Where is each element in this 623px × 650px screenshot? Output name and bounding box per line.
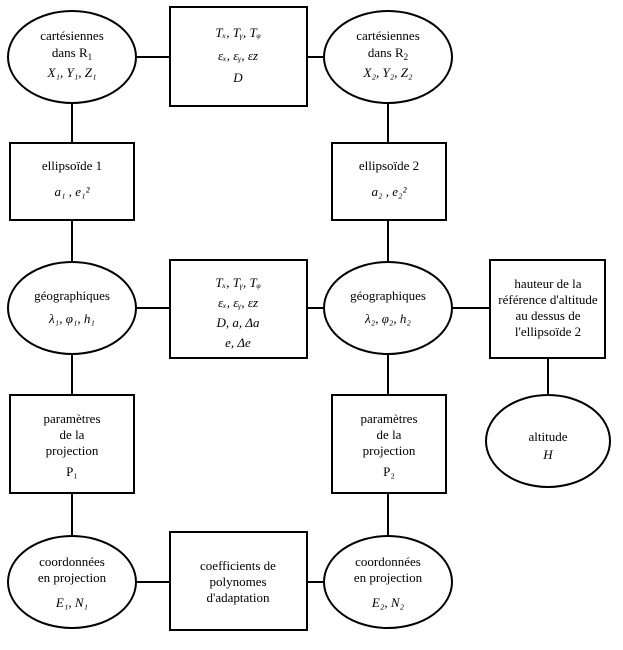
proj2-line4: P₂ bbox=[383, 464, 395, 479]
ell2-title: ellipsoïde 2 bbox=[359, 158, 419, 173]
proj2-line1: paramètres bbox=[360, 411, 417, 426]
node-params-mid bbox=[169, 259, 308, 359]
node-cart2 bbox=[323, 10, 453, 104]
coord1-line1: coordonnées bbox=[39, 554, 105, 569]
alt-title: altitude bbox=[529, 429, 568, 444]
params-top-line3: D bbox=[232, 70, 243, 85]
height-line3: au dessus de bbox=[516, 308, 581, 323]
poly-line3: d'adaptation bbox=[207, 590, 270, 605]
node-height bbox=[489, 259, 606, 359]
connectors bbox=[71, 56, 549, 583]
coord2-line2: en projection bbox=[354, 570, 423, 585]
geo2-coords: λ₂, φ₂, h₂ bbox=[364, 311, 411, 326]
cart1-line1: cartésiennes bbox=[40, 28, 104, 43]
coord2-coords: E₂, N₂ bbox=[371, 595, 405, 610]
node-params-top bbox=[169, 6, 308, 107]
ell1-params: a₁ , e₁² bbox=[55, 184, 91, 199]
proj1-line4: P₁ bbox=[66, 464, 78, 479]
shapes bbox=[7, 6, 611, 631]
coord2-line1: coordonnées bbox=[355, 554, 421, 569]
node-geo1 bbox=[7, 261, 137, 355]
node-alt bbox=[485, 394, 611, 488]
proj2-line2: de la bbox=[377, 427, 402, 442]
proj1-line2: de la bbox=[60, 427, 85, 442]
node-proj1 bbox=[9, 394, 135, 494]
ell2-params: a₂ , e₂² bbox=[372, 184, 408, 199]
node-ell2 bbox=[331, 142, 447, 221]
params-mid-line3: D, a, Δa bbox=[215, 315, 260, 330]
cart1-line2: dans R1 bbox=[52, 45, 92, 62]
params-top-line1: Tₓ, Tᵧ, Tᵩ bbox=[215, 25, 260, 40]
cart2-line1: cartésiennes bbox=[356, 28, 420, 43]
node-proj2 bbox=[331, 394, 447, 494]
proj2-line3: projection bbox=[363, 443, 416, 458]
ell1-title: ellipsoïde 1 bbox=[42, 158, 102, 173]
node-coord2 bbox=[323, 535, 453, 629]
node-geo2 bbox=[323, 261, 453, 355]
coord1-line2: en projection bbox=[38, 570, 107, 585]
geo1-title: géographiques bbox=[34, 288, 110, 303]
height-line4: l'ellipsoïde 2 bbox=[515, 324, 581, 339]
params-mid-line4: e, Δe bbox=[225, 335, 251, 350]
coord1-coords: E₁, N₁ bbox=[55, 595, 88, 610]
proj1-line3: projection bbox=[46, 443, 99, 458]
geo1-coords: λ₁, φ₁, h₁ bbox=[48, 311, 95, 326]
cart2-coords: X₂, Y₂, Z₂ bbox=[363, 65, 413, 80]
height-line1: hauteur de la bbox=[514, 276, 581, 291]
node-cart1 bbox=[7, 10, 137, 104]
alt-symbol: H bbox=[542, 447, 553, 462]
proj1-line1: paramètres bbox=[43, 411, 100, 426]
cart1-coords: X₁, Y₁, Z₁ bbox=[47, 65, 97, 80]
geo2-title: géographiques bbox=[350, 288, 426, 303]
poly-line1: coefficients de bbox=[200, 558, 276, 573]
cart2-line2: dans R2 bbox=[368, 45, 408, 62]
labels: cartésiennes dans R1 X₁, Y₁, Z₁ Tₓ, Tᵧ, … bbox=[34, 25, 598, 610]
node-ell1 bbox=[9, 142, 135, 221]
poly-line2: polynomes bbox=[209, 574, 266, 589]
params-top-line2: εₓ, εᵧ, εz bbox=[218, 48, 258, 63]
params-mid-line2: εₓ, εᵧ, εz bbox=[218, 295, 258, 310]
node-coord1 bbox=[7, 535, 137, 629]
height-line2: référence d'altitude bbox=[498, 292, 598, 307]
node-poly bbox=[169, 531, 308, 631]
params-mid-line1: Tₓ, Tᵧ, Tᵩ bbox=[215, 275, 260, 290]
